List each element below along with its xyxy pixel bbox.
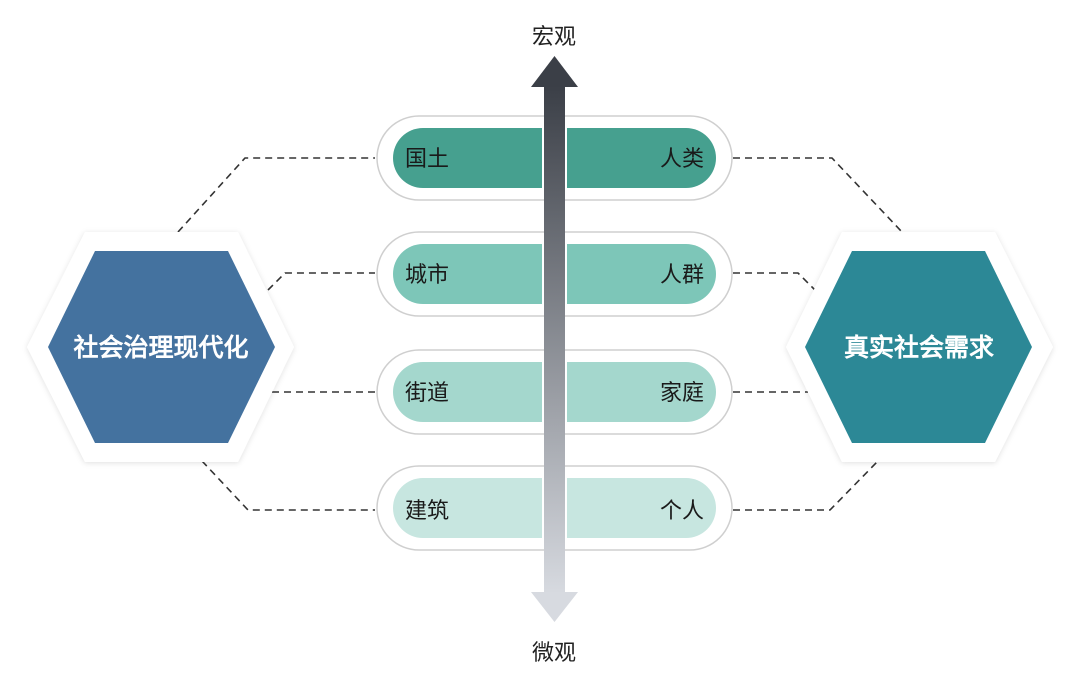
scale-axis: 宏观 微观 [531, 25, 578, 666]
level-3-right-cell-edge [567, 478, 597, 538]
level-2-right-cell [567, 362, 716, 422]
axis-top-label: 宏观 [532, 25, 576, 50]
right-hexagon: 真实社会需求 [786, 232, 1053, 462]
arrow-up-icon [531, 56, 578, 87]
axis-shaft [544, 86, 565, 594]
level-1-left-cell [393, 244, 542, 304]
right-connectors [733, 157, 903, 511]
left-connectors [177, 157, 375, 511]
level-2-left-cell [393, 362, 542, 422]
level-1-left-cell-edge [512, 244, 542, 304]
left-hexagon: 社会治理现代化 [27, 232, 294, 462]
level-3-left-label: 建筑 [405, 499, 449, 524]
axis-bottom-label: 微观 [532, 641, 576, 666]
level-3-left-cell-edge [512, 478, 542, 538]
level-1-right-cell [567, 244, 716, 304]
right-hexagon-shape [805, 251, 1032, 443]
level-1-right-label: 人群 [660, 263, 704, 288]
connector-left-1 [177, 157, 375, 233]
level-2-left-cell-edge [512, 362, 542, 422]
level-1-left-label: 城市 [405, 263, 449, 288]
level-0-right-cell-edge [567, 128, 597, 188]
left-hexagon-shape [48, 251, 275, 443]
level-3-right-cell [567, 478, 716, 538]
connector-right-2 [733, 272, 816, 291]
right-hexagon-label: 真实社会需求 [844, 333, 994, 362]
level-0-left-cell-edge [512, 128, 542, 188]
level-2-right-label: 家庭 [660, 381, 704, 406]
level-2-left-label: 街道 [405, 381, 449, 406]
connector-right-4 [733, 460, 879, 511]
connector-left-4 [201, 460, 375, 511]
connector-right-1 [733, 157, 903, 233]
connector-left-2 [267, 272, 375, 291]
level-0-right-cell [567, 128, 716, 188]
level-3-right-label: 个人 [660, 499, 704, 524]
level-3-left-cell [393, 478, 542, 538]
left-hexagon-label: 社会治理现代化 [73, 333, 248, 362]
level-2-right-cell-edge [567, 362, 597, 422]
level-0-left-label: 国土 [405, 147, 449, 172]
level-0-right-label: 人类 [660, 147, 704, 172]
level-0-left-cell [393, 128, 542, 188]
arrow-down-icon [531, 592, 578, 622]
level-1-right-cell-edge [567, 244, 597, 304]
